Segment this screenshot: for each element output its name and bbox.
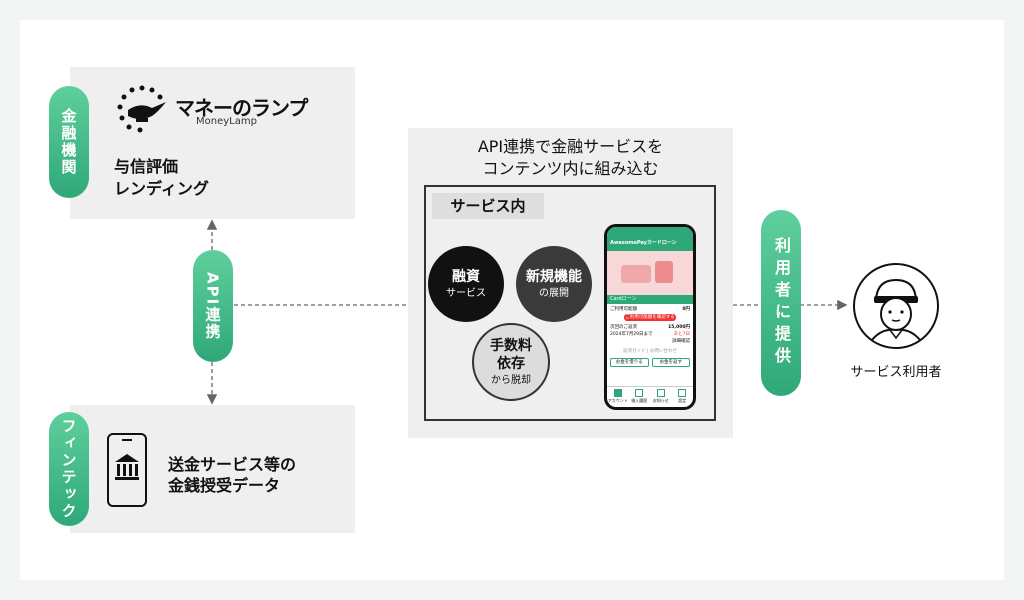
phone-check-button[interactable]: ご利用可能額を確認する	[624, 314, 676, 321]
borrow-button[interactable]: お金を借りる	[610, 358, 649, 367]
banner-bag-icon	[655, 261, 673, 283]
moneylamp-logo-sub: MoneyLamp	[196, 116, 257, 127]
phone-action-row: お金を借りる お金を返す	[610, 358, 690, 367]
nav-settings[interactable]: 設定	[672, 387, 694, 407]
phone-body: ご利用可能額 0円 ご利用可能額を確認する 次回のご返済 15,000円 2024年…	[607, 304, 693, 369]
credit-evaluation-text: 与信評価	[114, 157, 179, 176]
row1-value: 0円	[682, 307, 690, 312]
new-main: 新規機能	[526, 268, 582, 285]
new-sub: の展開	[539, 287, 569, 299]
center-title-line2: コンテンツ内に組み込む	[482, 159, 659, 178]
money-data-text: 金銭授受データ	[168, 476, 281, 495]
moneylamp-panel	[70, 67, 355, 219]
nav-news-icon	[656, 389, 665, 397]
nav-account-label: アカウント	[607, 398, 628, 403]
api-connection-pill: API連携	[193, 250, 233, 362]
service-user-label: サービス利用者	[850, 365, 942, 380]
row3-label: 2024年7月29日まで	[610, 332, 653, 337]
phone-detail-link[interactable]: 詳細確認	[672, 339, 690, 344]
nav-history-label: 借入履歴	[631, 398, 648, 403]
new-feature-circle: 新規機能 の展開	[516, 246, 592, 322]
fintech-pill: フィンテック	[49, 412, 89, 526]
provide-to-users-pill: 利用者に提供	[761, 210, 801, 396]
fee-main2: 依存	[497, 355, 525, 372]
nav-news-label: お知らせ	[652, 398, 669, 403]
user-avatar-icon	[853, 263, 939, 349]
nav-history-icon	[635, 389, 644, 397]
nav-news[interactable]: お知らせ	[650, 387, 672, 407]
moneylamp-logo-text: マネーのランプ	[175, 96, 308, 120]
row1-label: ご利用可能額	[610, 307, 637, 312]
remittance-text: 送金サービス等の	[168, 455, 297, 474]
repay-button[interactable]: お金を返す	[651, 358, 690, 367]
center-title-line1: API連携で金融サービスを	[477, 137, 664, 156]
lamp-logo-icon	[117, 85, 166, 133]
phone-header: AwesomePayカードローン	[607, 227, 693, 251]
service-frame	[424, 185, 716, 421]
service-inside-tag: サービス内	[432, 193, 544, 219]
banner-card-icon	[621, 265, 651, 283]
loan-service-circle: 融資 サービス	[428, 246, 504, 322]
phone-mockup: AwesomePayカードローン Cardローン ご利用可能額 0円 ご利用可能額…	[604, 224, 696, 410]
phone-row1: ご利用可能額 0円	[610, 306, 690, 313]
loan-main: 融資	[452, 268, 480, 285]
phone-row3: 2024年7月29日まで あと7日	[610, 331, 690, 338]
row3-value: あと7日	[673, 332, 690, 337]
phone-row2: 次回のご返済 15,000円	[610, 324, 690, 331]
phone-tab[interactable]: Cardローン	[607, 295, 693, 304]
nav-settings-label: 設定	[678, 398, 687, 403]
row2-value: 15,000円	[668, 325, 690, 330]
phone-banner	[607, 251, 693, 295]
row2-label: 次回のご返済	[610, 325, 637, 330]
phone-bottom-nav: アカウント 借入履歴 お知らせ 設定	[607, 386, 693, 407]
fee-escape-circle: 手数料 依存 から脱却	[472, 323, 550, 401]
nav-settings-icon	[678, 389, 687, 397]
nav-history[interactable]: 借入履歴	[629, 387, 651, 407]
fee-sub: から脱却	[491, 374, 531, 386]
loan-sub: サービス	[446, 287, 486, 299]
financial-institution-pill: 金融機関	[49, 86, 89, 198]
phone-note: 返済ガイド | お問い合わせ	[623, 349, 677, 354]
nav-account-icon	[613, 389, 622, 397]
lending-text: レンディング	[114, 179, 209, 198]
smartphone-bank-icon	[107, 433, 147, 507]
nav-account[interactable]: アカウント	[607, 387, 629, 407]
fee-main1: 手数料	[490, 337, 532, 354]
